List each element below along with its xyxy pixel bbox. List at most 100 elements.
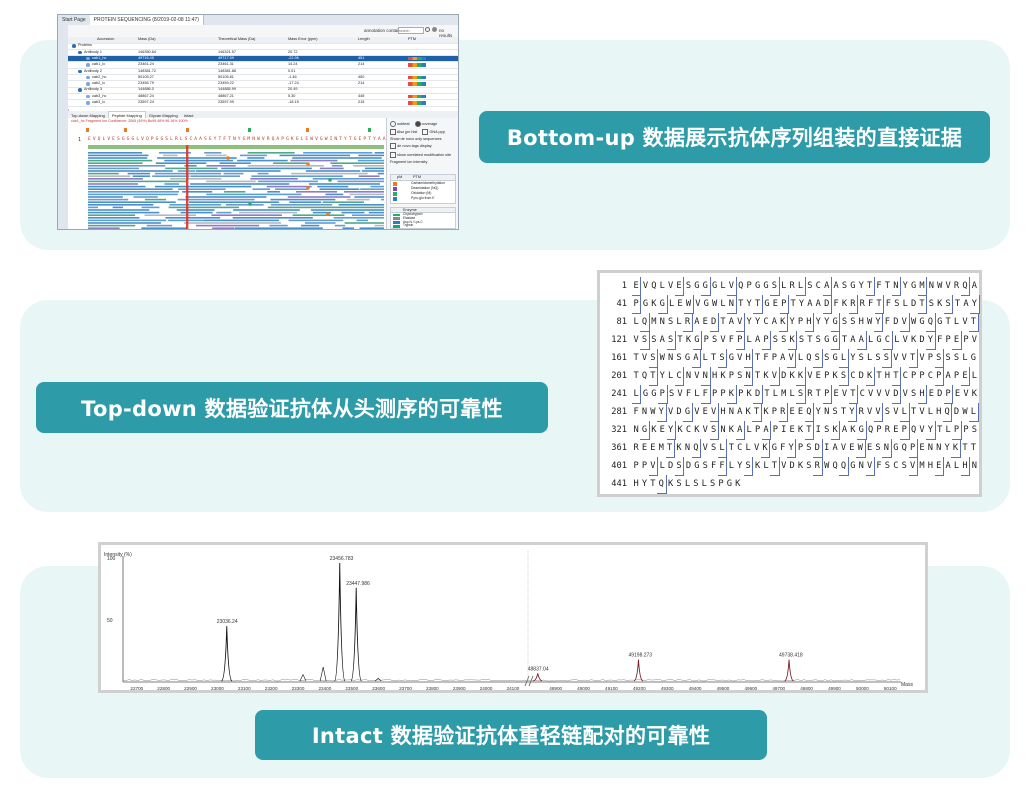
peptide-bar[interactable] [247, 152, 295, 154]
peptide-bar[interactable] [185, 196, 267, 198]
column-header[interactable]: Mass Error (ppm) [288, 37, 318, 41]
peptide-bar[interactable] [374, 152, 384, 154]
peptide-bar[interactable] [267, 191, 280, 193]
check-also-jpn[interactable] [390, 129, 396, 135]
peptide-bar[interactable] [88, 211, 160, 214]
peptide-bar[interactable] [88, 198, 129, 201]
peptide-bar[interactable] [168, 206, 240, 209]
peptide-bar[interactable] [225, 204, 264, 206]
peptide-bar[interactable] [88, 204, 154, 206]
peptide-bar[interactable] [370, 185, 384, 188]
ptm-dot-marker[interactable] [306, 162, 310, 166]
ptm-dot-marker[interactable] [326, 212, 330, 216]
peptide-bar[interactable] [357, 159, 384, 162]
search-icon[interactable] [425, 27, 430, 32]
ptm-row[interactable]: Deamidation (NQ) [391, 186, 455, 191]
peptide-bar[interactable] [257, 172, 269, 175]
peptide-bar[interactable] [223, 191, 246, 193]
radio-coverage[interactable] [414, 121, 421, 127]
peptide-bar[interactable] [112, 206, 123, 209]
peptide-bar[interactable] [127, 172, 150, 175]
peptide-bar[interactable] [88, 183, 138, 185]
peptide-bar[interactable] [132, 175, 151, 177]
tree-node-icon[interactable] [72, 44, 76, 48]
tree-node-icon[interactable] [86, 63, 90, 67]
peptide-bar[interactable] [164, 159, 234, 162]
peptide-bar[interactable] [88, 201, 176, 203]
peptide-bar[interactable] [377, 172, 384, 175]
peptide-bar[interactable] [303, 152, 373, 154]
search-input[interactable] [398, 27, 424, 34]
peptide-bar[interactable] [141, 227, 187, 229]
peptide-bar[interactable] [234, 227, 323, 229]
spectrum-peak[interactable] [334, 562, 346, 682]
peptide-bar[interactable] [309, 183, 380, 185]
spectrum-peak[interactable] [633, 659, 644, 682]
column-header[interactable]: Mass (Da) [138, 37, 156, 41]
peptide-bar[interactable] [88, 217, 140, 219]
peptide-bar[interactable] [312, 211, 331, 214]
peptide-bar[interactable] [304, 222, 336, 224]
peptide-bar[interactable] [88, 191, 180, 193]
peptide-bar[interactable] [319, 188, 360, 190]
peptide-bar[interactable] [252, 188, 271, 190]
peptide-bar[interactable] [216, 211, 232, 214]
peptide-bar[interactable] [239, 211, 298, 214]
peptide-bar[interactable] [88, 167, 140, 170]
peptide-bar[interactable] [331, 165, 343, 167]
peptide-bar[interactable] [258, 180, 318, 183]
enzyme-row[interactable]: Trypsin [391, 223, 455, 228]
peptide-bar[interactable] [295, 191, 338, 193]
ptm-row[interactable]: Carbamidomethylation [391, 181, 455, 186]
peptide-bar[interactable] [188, 201, 279, 203]
tree-node-icon[interactable] [78, 69, 82, 73]
peptide-bar[interactable] [88, 227, 120, 229]
peptide-bar[interactable] [273, 162, 308, 164]
peptide-bar[interactable] [270, 198, 336, 201]
peptide-bar[interactable] [168, 219, 204, 222]
peptide-bar[interactable] [291, 172, 368, 175]
peptide-bar[interactable] [88, 180, 188, 183]
peptide-bar[interactable] [349, 193, 384, 196]
ptm-dot-marker[interactable] [226, 156, 230, 160]
peptide-bar[interactable] [219, 162, 251, 164]
peptide-bar[interactable] [232, 217, 313, 219]
peptide-bar[interactable] [88, 222, 162, 224]
peptide-bar[interactable] [269, 224, 288, 227]
ptm-dot-marker[interactable] [248, 202, 252, 206]
radio-subfeat[interactable] [390, 121, 396, 127]
peptide-bar[interactable] [325, 193, 344, 196]
peptide-bar[interactable] [354, 196, 384, 198]
tab-peptide-mapping[interactable]: Peptide Mapping [107, 111, 146, 119]
peptide-bar[interactable] [274, 188, 308, 190]
column-header[interactable]: Length [358, 37, 370, 41]
peptide-bar[interactable] [88, 152, 143, 154]
peptide-bar[interactable] [169, 204, 222, 206]
spectrum-peak[interactable] [221, 626, 233, 682]
peptide-bar[interactable] [351, 214, 384, 216]
peptide-bar[interactable] [133, 196, 158, 198]
peptide-bar[interactable] [88, 185, 146, 188]
peptide-bar[interactable] [289, 201, 322, 203]
peptide-bar[interactable] [239, 154, 267, 157]
peptide-bar[interactable] [337, 180, 384, 183]
peptide-bar[interactable] [144, 214, 196, 216]
peptide-bar[interactable] [144, 198, 167, 201]
peptide-bar[interactable] [237, 159, 288, 162]
peptide-bar[interactable] [88, 172, 119, 175]
peptide-bar[interactable] [247, 157, 265, 159]
peptide-bar[interactable] [206, 180, 256, 183]
peptide-bar[interactable] [333, 217, 384, 219]
tab-top-down-mapping[interactable]: Top-down Mapping [71, 113, 105, 118]
ptm-flag-marker[interactable] [368, 128, 371, 132]
tree-node-icon[interactable] [86, 101, 90, 105]
tree-node-icon[interactable] [86, 56, 90, 61]
denovo-tags-select[interactable] [390, 143, 396, 149]
enzyme-row[interactable]: Elastase [391, 216, 455, 221]
peptide-bar[interactable] [356, 219, 369, 222]
peptide-bar[interactable] [292, 214, 345, 216]
